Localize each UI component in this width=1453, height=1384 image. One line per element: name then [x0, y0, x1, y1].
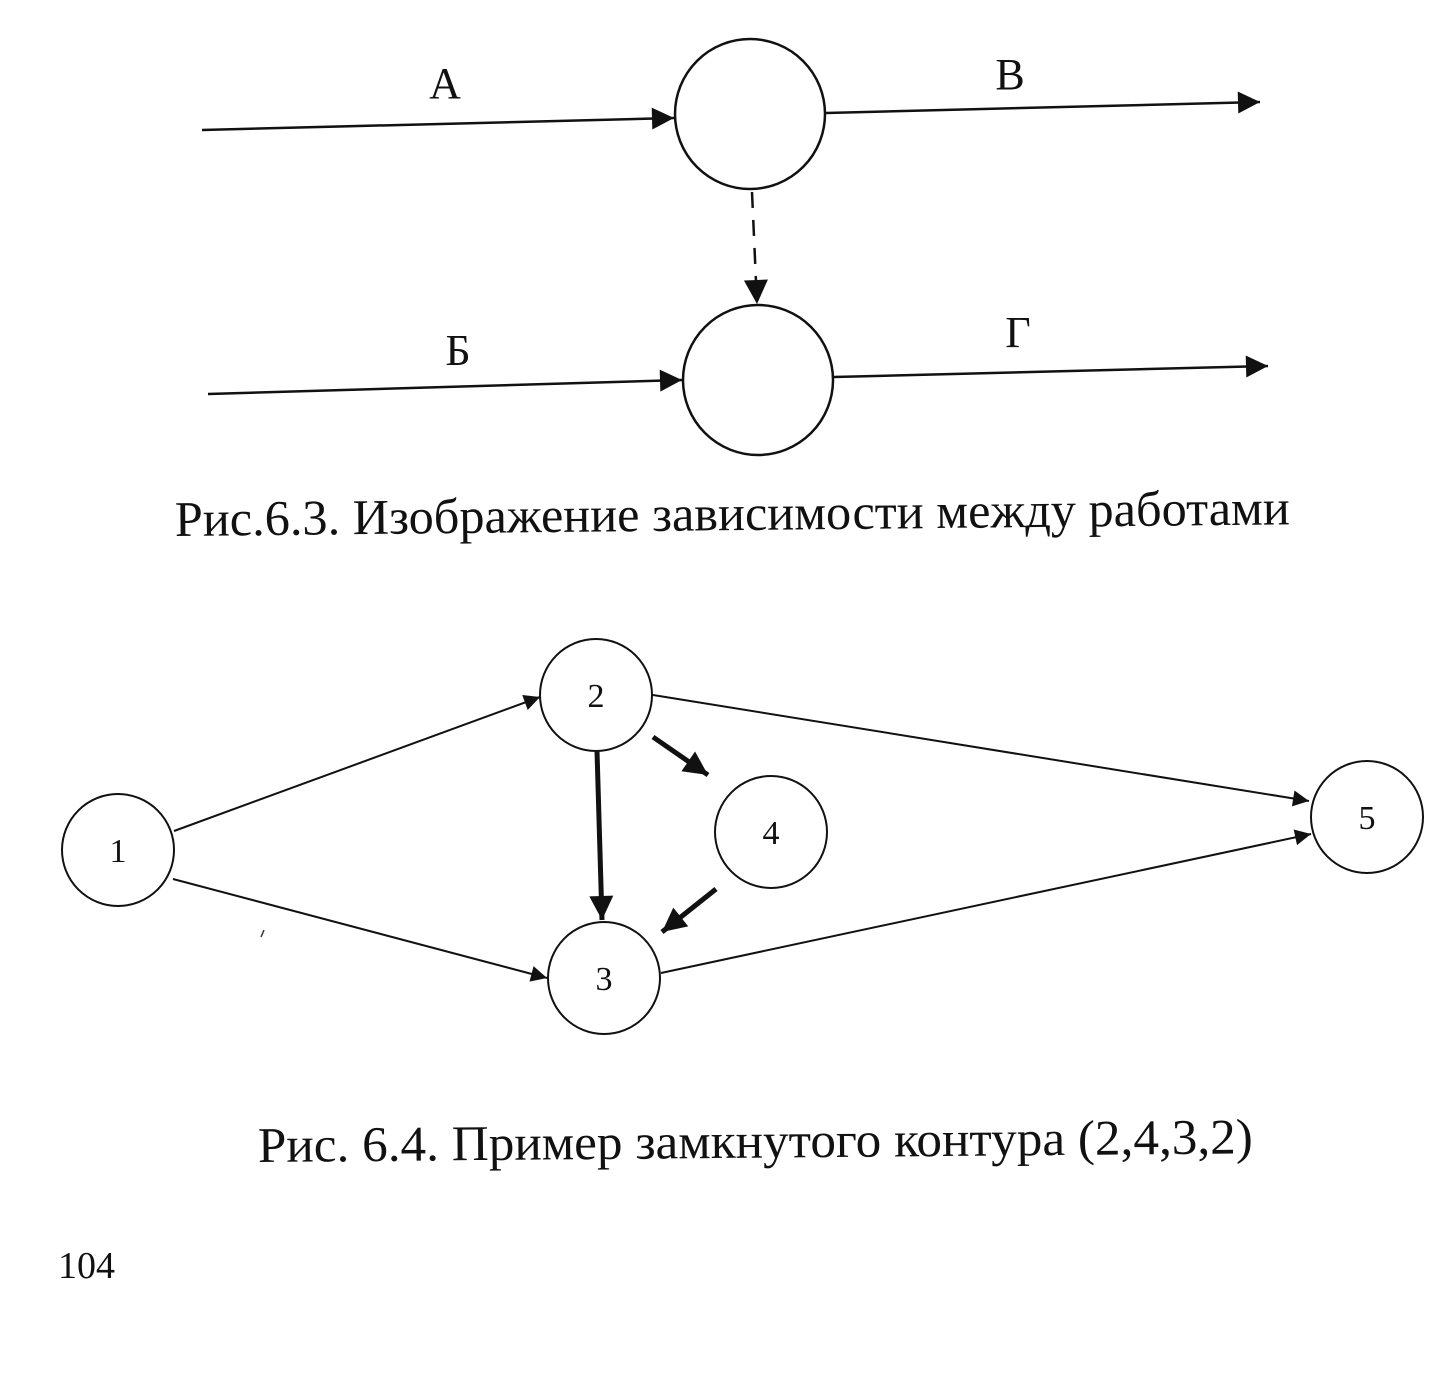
graph-node-4-label: 4 [763, 815, 780, 852]
caption-figure-6-3: Рис.6.3. Изображение зависимости между р… [175, 479, 1291, 547]
edge-3-5 [660, 829, 1312, 974]
page-number: 104 [58, 1245, 115, 1287]
figure-6-3: А В Б Г Рис.6.3. Изображение зависимости… [175, 37, 1291, 547]
arrow-g [833, 355, 1269, 379]
edge-4-3-short-arrow [660, 887, 718, 934]
arrow-v [825, 91, 1261, 115]
dummy-dependency-dashed-arrow [743, 191, 768, 305]
figure-6-4: 1 2 3 4 5 Рис. 6.4. Пример замкнутого ко… [61, 638, 1424, 1173]
event-node-bottom [681, 303, 835, 457]
graph-node-1 [61, 793, 175, 907]
label-b: Б [445, 326, 470, 375]
arrow-b [207, 369, 683, 396]
graph-node-5 [1310, 760, 1424, 874]
arrow-a [201, 107, 675, 132]
edge-2-5 [652, 694, 1310, 807]
label-g: Г [1005, 308, 1030, 357]
scan-speck [260, 929, 265, 938]
graph-node-3-label: 3 [596, 961, 613, 998]
graph-node-2-label: 2 [588, 678, 605, 715]
caption-figure-6-4: Рис. 6.4. Пример замкнутого контура (2,4… [258, 1108, 1253, 1173]
graph-node-1-label: 1 [110, 833, 127, 870]
event-node-top [673, 37, 827, 191]
graph-node-4 [714, 775, 828, 889]
edge-1-2 [173, 694, 541, 832]
edge-2-3-bold [589, 750, 614, 921]
graph-node-5-label: 5 [1359, 800, 1376, 837]
graph-node-3 [547, 921, 661, 1035]
edge-1-3 [172, 878, 548, 982]
edge-2-4-short-arrow [651, 734, 710, 778]
label-v: В [995, 50, 1024, 99]
graph-node-2 [539, 638, 653, 752]
label-a: А [429, 59, 461, 108]
